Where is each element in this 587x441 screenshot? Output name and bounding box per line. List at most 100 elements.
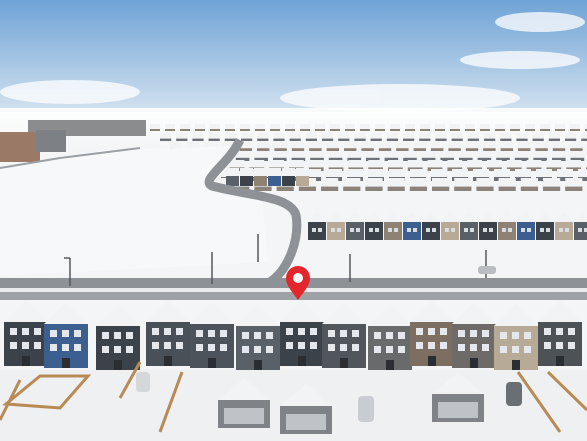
distant-house bbox=[532, 133, 544, 141]
curved-road bbox=[204, 137, 302, 286]
house bbox=[190, 302, 234, 368]
distant-house bbox=[291, 142, 305, 151]
distant-house bbox=[454, 178, 472, 191]
mid-houses bbox=[226, 168, 587, 240]
distant-house bbox=[255, 124, 265, 131]
distant-house bbox=[467, 133, 479, 141]
distant-house bbox=[440, 151, 454, 161]
mid-house bbox=[384, 212, 402, 240]
distant-house bbox=[413, 142, 426, 151]
distant-house bbox=[465, 124, 475, 131]
distant-house bbox=[160, 133, 172, 141]
distant-house bbox=[257, 142, 270, 151]
clouds bbox=[0, 12, 585, 112]
distant-house bbox=[330, 124, 340, 131]
distant-house bbox=[570, 151, 585, 161]
distant-house bbox=[150, 124, 160, 131]
distant-house bbox=[396, 142, 409, 151]
distant-house bbox=[273, 133, 285, 141]
distant-house bbox=[403, 151, 417, 161]
distant-house bbox=[557, 169, 573, 181]
mid-house bbox=[403, 212, 421, 240]
distant-house bbox=[289, 133, 301, 141]
distant-house bbox=[257, 133, 269, 141]
distant-house bbox=[361, 142, 374, 151]
distant-house bbox=[546, 160, 562, 171]
distant-house bbox=[386, 133, 398, 141]
distant-house bbox=[421, 151, 436, 161]
location-pin-icon bbox=[286, 266, 310, 300]
distant-house bbox=[254, 151, 268, 161]
distant-house bbox=[322, 133, 334, 141]
distant-house bbox=[224, 133, 236, 141]
distant-house bbox=[498, 178, 516, 191]
distant-house bbox=[420, 124, 430, 131]
distant-house bbox=[354, 133, 366, 141]
distant-house bbox=[235, 151, 250, 161]
mid-house bbox=[282, 168, 295, 186]
field-path bbox=[0, 147, 141, 169]
house bbox=[146, 300, 190, 366]
distant-house bbox=[543, 178, 561, 191]
distant-house bbox=[409, 178, 427, 191]
distant-house bbox=[328, 151, 343, 161]
distant-house bbox=[180, 124, 190, 131]
distant-house bbox=[195, 124, 205, 131]
mid-house bbox=[536, 212, 554, 240]
distant-house bbox=[315, 124, 325, 131]
house bbox=[538, 300, 582, 366]
distant-house bbox=[338, 133, 350, 141]
distant-house bbox=[192, 133, 204, 141]
distant-house bbox=[435, 124, 445, 131]
distant-house bbox=[510, 124, 520, 131]
distant-house bbox=[384, 151, 399, 161]
distant-house bbox=[520, 178, 538, 191]
distant-house bbox=[390, 124, 400, 131]
distant-apartments bbox=[0, 120, 146, 162]
distant-house bbox=[310, 151, 324, 161]
distant-house bbox=[500, 133, 512, 141]
distant-house bbox=[495, 124, 505, 131]
distant-house bbox=[555, 124, 565, 131]
mid-house bbox=[365, 212, 383, 240]
snow-field bbox=[0, 146, 268, 276]
distant-house bbox=[477, 151, 492, 161]
distant-house bbox=[370, 133, 382, 141]
house bbox=[280, 300, 324, 366]
mid-house bbox=[574, 212, 587, 240]
distant-house bbox=[484, 133, 496, 141]
distant-house bbox=[321, 178, 339, 191]
distant-house bbox=[548, 133, 560, 141]
distant-house bbox=[540, 124, 550, 131]
distant-house bbox=[565, 178, 583, 191]
distant-house bbox=[585, 124, 587, 131]
distant-house bbox=[570, 124, 580, 131]
distant-house bbox=[403, 133, 415, 141]
garage bbox=[432, 372, 484, 422]
distant-house bbox=[578, 169, 587, 181]
distant-house bbox=[225, 124, 235, 131]
front-houses bbox=[4, 300, 582, 370]
house bbox=[452, 302, 496, 368]
distant-house bbox=[432, 178, 450, 191]
distant-house bbox=[326, 142, 339, 151]
mid-house bbox=[422, 212, 440, 240]
distant-house bbox=[566, 160, 581, 171]
distant-house bbox=[506, 160, 522, 171]
house bbox=[236, 304, 280, 370]
distant-house bbox=[535, 142, 548, 151]
house bbox=[4, 300, 48, 366]
distant-house bbox=[459, 151, 473, 161]
mid-house bbox=[346, 212, 364, 240]
distant-house bbox=[300, 124, 310, 131]
distant-house bbox=[165, 124, 175, 131]
mid-house bbox=[498, 212, 516, 240]
garage bbox=[218, 378, 270, 428]
mid-house bbox=[460, 212, 478, 240]
distant-house bbox=[347, 151, 361, 161]
distant-house bbox=[435, 133, 447, 141]
distant-house bbox=[448, 142, 461, 151]
garages bbox=[218, 372, 484, 434]
